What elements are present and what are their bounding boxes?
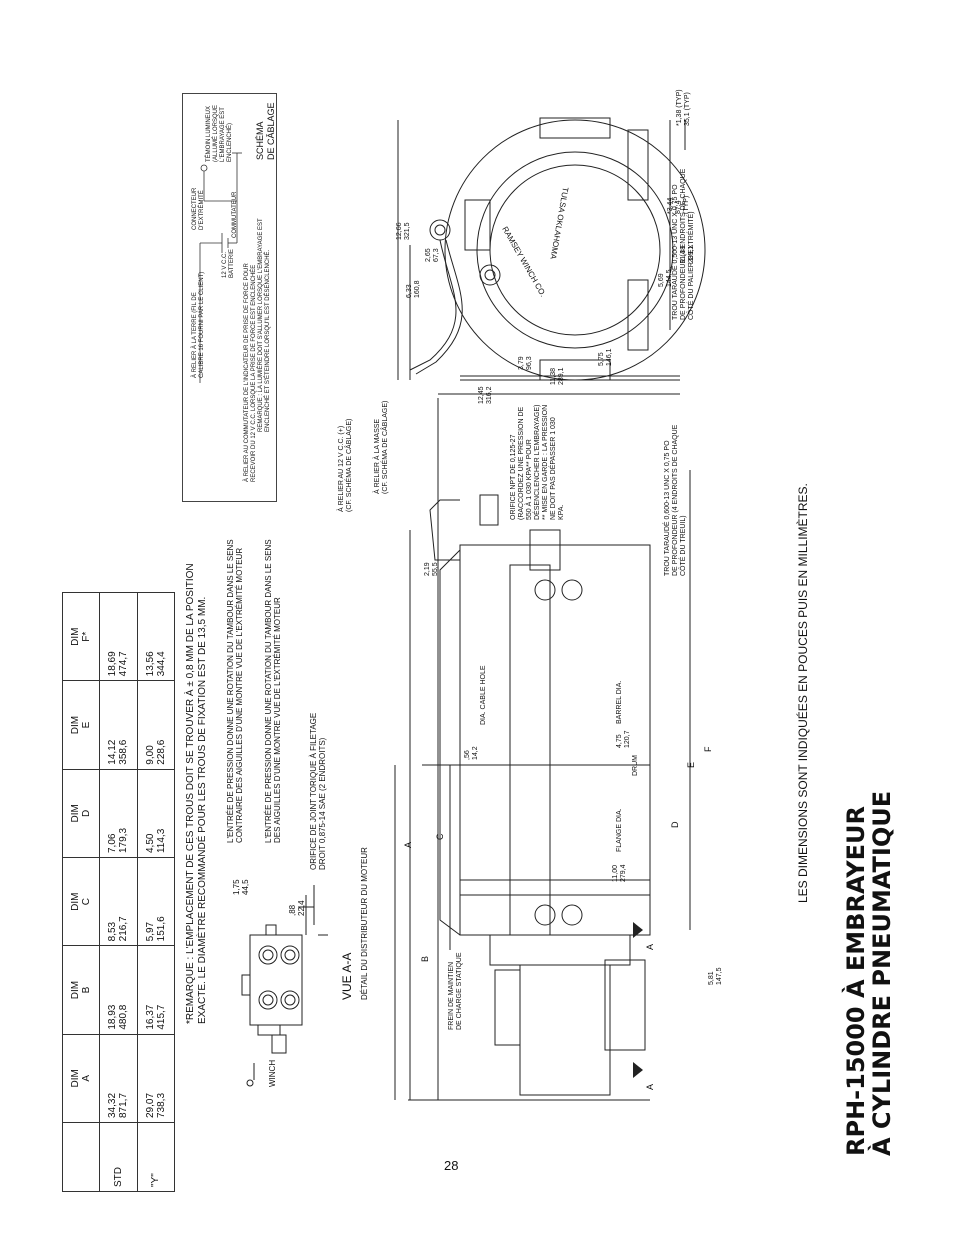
wiring-switch-label: COMMUTATEUR [232, 191, 238, 238]
wiring-switch-note: À RELIER AU COMMUTATEUR DE L'INDICATEUR … [244, 263, 257, 482]
winch-drawing [394, 117, 706, 1101]
dim-letter-c: C [435, 833, 445, 841]
cable-hole-label: DIA. CABLE HOLE [480, 665, 487, 725]
dim-1-38: *1,38 (TYP)35,1 (TYP) [676, 89, 691, 126]
wiring-battery-label: 12 V C.C.BATTERIE [222, 249, 235, 278]
barrel-label: BARREL DIA. [616, 680, 623, 724]
row-label: STD [99, 1122, 138, 1192]
row-label: "Y" [137, 1122, 175, 1192]
winch-label: WINCH [268, 1059, 277, 1087]
page-number: 28 [444, 1158, 459, 1173]
port-label-ccw: L'ENTRÉE DE PRESSION DONNE UNE ROTATION … [226, 539, 244, 843]
dim-letter-f: F [703, 746, 713, 753]
units-note: LES DIMENSIONS SONT INDIQUÉES EN POUCES … [796, 483, 810, 903]
mounting-remark: *REMARQUE : L'EMPLACEMENT DE CES TROUS D… [185, 563, 208, 1024]
flange-label: FLANGE DIA. [616, 808, 623, 852]
section-letter-top: A [645, 943, 655, 950]
view-label: VUE A-A [340, 952, 354, 1000]
ground-callout: À RELIER À LA MASSE(CF. SCHÉMA DE CÂBLAG… [374, 400, 389, 494]
drum-label: DRUM [632, 755, 639, 776]
power-callout: À RELIER AU 12 V C.C. (+)(CF. SCHÉMA DE … [338, 418, 353, 512]
title-line-2: À CYLINDRE PNEUMATIQUE [868, 790, 896, 1156]
motor-detail-caption: DÉTAIL DU DISTRIBUTEUR DU MOTEUR [360, 847, 369, 1000]
wiring-schematic [199, 152, 242, 383]
wiring-diagram-box [182, 93, 277, 502]
section-letter-bottom: A [645, 1083, 655, 1090]
dim-letter-e: E [686, 761, 696, 768]
table-header-empty [62, 1122, 100, 1192]
npt-port-callout: ORIFICE NPT DE 0,125-27(RACCORDEZ UNE PR… [510, 404, 565, 520]
dim-letter-d: D [670, 821, 680, 829]
motor-valve-drawing [241, 885, 328, 1087]
dim-letter-b: B [420, 955, 430, 962]
dim-letter-a: A [403, 841, 413, 848]
wiring-remark: REMARQUE : LA LUMIÈRE DOIT S'ALLUMER LOR… [258, 218, 271, 432]
port-label-cw: L'ENTRÉE DE PRESSION DONNE UNE ROTATION … [264, 539, 282, 843]
title-line-1: RPH-15000 À EMBRAYEUR [842, 806, 870, 1156]
page-title: RPH-15000 À EMBRAYEUR À CYLINDRE PNEUMAT… [842, 790, 896, 1156]
